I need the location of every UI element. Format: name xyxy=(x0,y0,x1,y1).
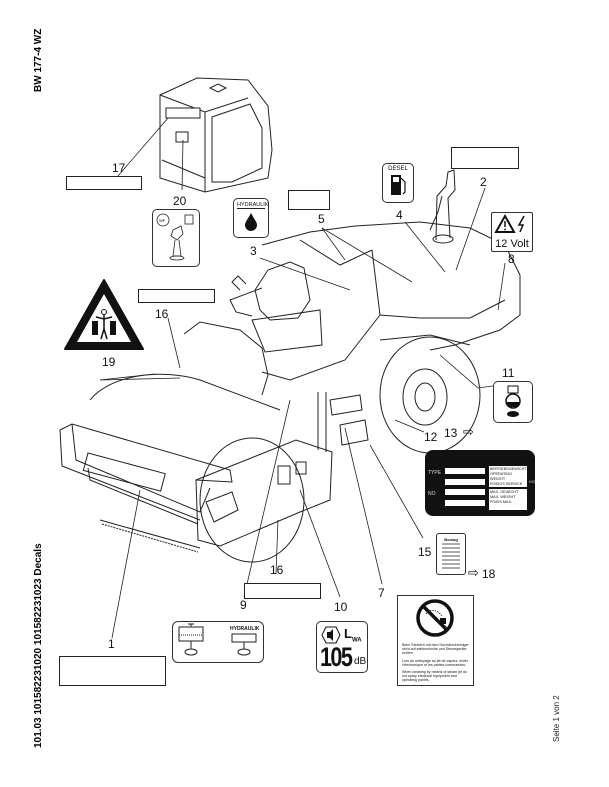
joystick-decal: WF xyxy=(152,209,200,267)
machine-body-drawing xyxy=(229,169,521,454)
leader-lines xyxy=(99,117,506,639)
blank-decal-box xyxy=(288,190,330,210)
type-label: TYPE xyxy=(428,470,442,476)
no-water-jet-icon xyxy=(416,599,454,637)
callout-15: 15 xyxy=(418,545,432,559)
blank-decal-box xyxy=(244,583,321,599)
electrical-warning-icon xyxy=(494,213,525,233)
svg-text:WF: WF xyxy=(159,218,166,223)
callout-16-bottom: 16 xyxy=(270,563,284,577)
drum-frame-drawing xyxy=(59,321,333,563)
type-field xyxy=(445,479,485,485)
diesel-label: DESEL xyxy=(388,166,408,172)
blank-decal-box xyxy=(451,147,519,169)
noise-unit: dB xyxy=(354,656,367,667)
voltage-label: 12 Volt xyxy=(495,238,529,250)
callout-18: 18 xyxy=(482,567,496,581)
joystick-icon: WF xyxy=(156,213,194,261)
grille-lines-icon xyxy=(442,543,460,569)
callout-12: 12 xyxy=(424,430,438,444)
grille-header: Bomag xyxy=(444,537,458,542)
kg-unit: KG xyxy=(529,479,535,484)
no-label: NO xyxy=(428,491,436,497)
callout-20: 20 xyxy=(173,194,187,208)
noise-level-decal: LWA 105 dB xyxy=(316,621,368,673)
callout-3: 3 xyxy=(250,244,257,258)
blank-decal-box xyxy=(138,289,215,303)
electrical-warning-decal: 12 Volt xyxy=(491,212,533,252)
callout-11: 11 xyxy=(502,366,515,380)
crush-hazard-warning-icon xyxy=(64,279,144,350)
callout-13: 13 xyxy=(444,426,458,440)
callout-17: 17 xyxy=(112,161,126,175)
manual-book-icon xyxy=(184,214,194,225)
callout-8: 8 xyxy=(508,252,515,266)
diesel-decal: DESEL xyxy=(382,163,414,203)
tank-level-decal: HYDRAULIK xyxy=(172,621,264,663)
refer-arrow-18-icon: ⇨ xyxy=(468,565,479,580)
no-steam-jet-decal: Beim Säubern mit dem Hochdruckreiniger n… xyxy=(397,595,474,686)
speaker-icon xyxy=(321,626,341,644)
oil-level-icon xyxy=(505,385,521,417)
lwa-label: LWA xyxy=(344,626,362,644)
callout-10: 10 xyxy=(334,600,348,614)
blank-decal-box xyxy=(59,656,166,686)
operating-weight-box: BERTIEBSGEWICHT OPERATING WEIGHT POIDOS … xyxy=(489,466,527,487)
fuel-pump-icon xyxy=(391,175,406,195)
callout-19: 19 xyxy=(102,355,116,369)
grille-plate-decal: Bomag xyxy=(436,533,466,575)
hydraulik-label: HYDRAULIK xyxy=(237,202,269,209)
blank-decal-box xyxy=(66,176,142,190)
noise-level-value: 105 xyxy=(320,642,353,672)
callout-5: 5 xyxy=(318,212,325,226)
hydraulik-tank-label: HYDRAULIK xyxy=(230,626,260,632)
callout-16-top: 16 xyxy=(155,307,169,321)
callout-7: 7 xyxy=(378,586,385,600)
type-plate: TYPE NO BERTIEBSGEWICHT OPERATING WEIGHT… xyxy=(425,450,535,516)
cleaning-instructions: Beim Säubern mit dem Hochdruckreiniger n… xyxy=(402,643,469,683)
refer-arrow-13-icon: ⇨ xyxy=(463,424,474,439)
callout-9: 9 xyxy=(240,598,247,612)
no-field xyxy=(445,500,485,506)
no-field xyxy=(445,489,485,495)
type-field xyxy=(445,468,485,474)
callout-1: 1 xyxy=(108,637,115,651)
tank-level-icon xyxy=(178,623,257,656)
hydraulik-oil-decal: HYDRAULIK xyxy=(233,198,269,238)
oil-check-decal xyxy=(493,381,533,423)
callout-2: 2 xyxy=(480,175,487,189)
cab-drawing xyxy=(159,77,273,193)
oil-drop-icon xyxy=(245,213,257,231)
max-weight-box: MAX. GEWICHT MAX. WEIGHT POIDS MAX. xyxy=(489,489,527,510)
callout-4: 4 xyxy=(396,208,403,222)
